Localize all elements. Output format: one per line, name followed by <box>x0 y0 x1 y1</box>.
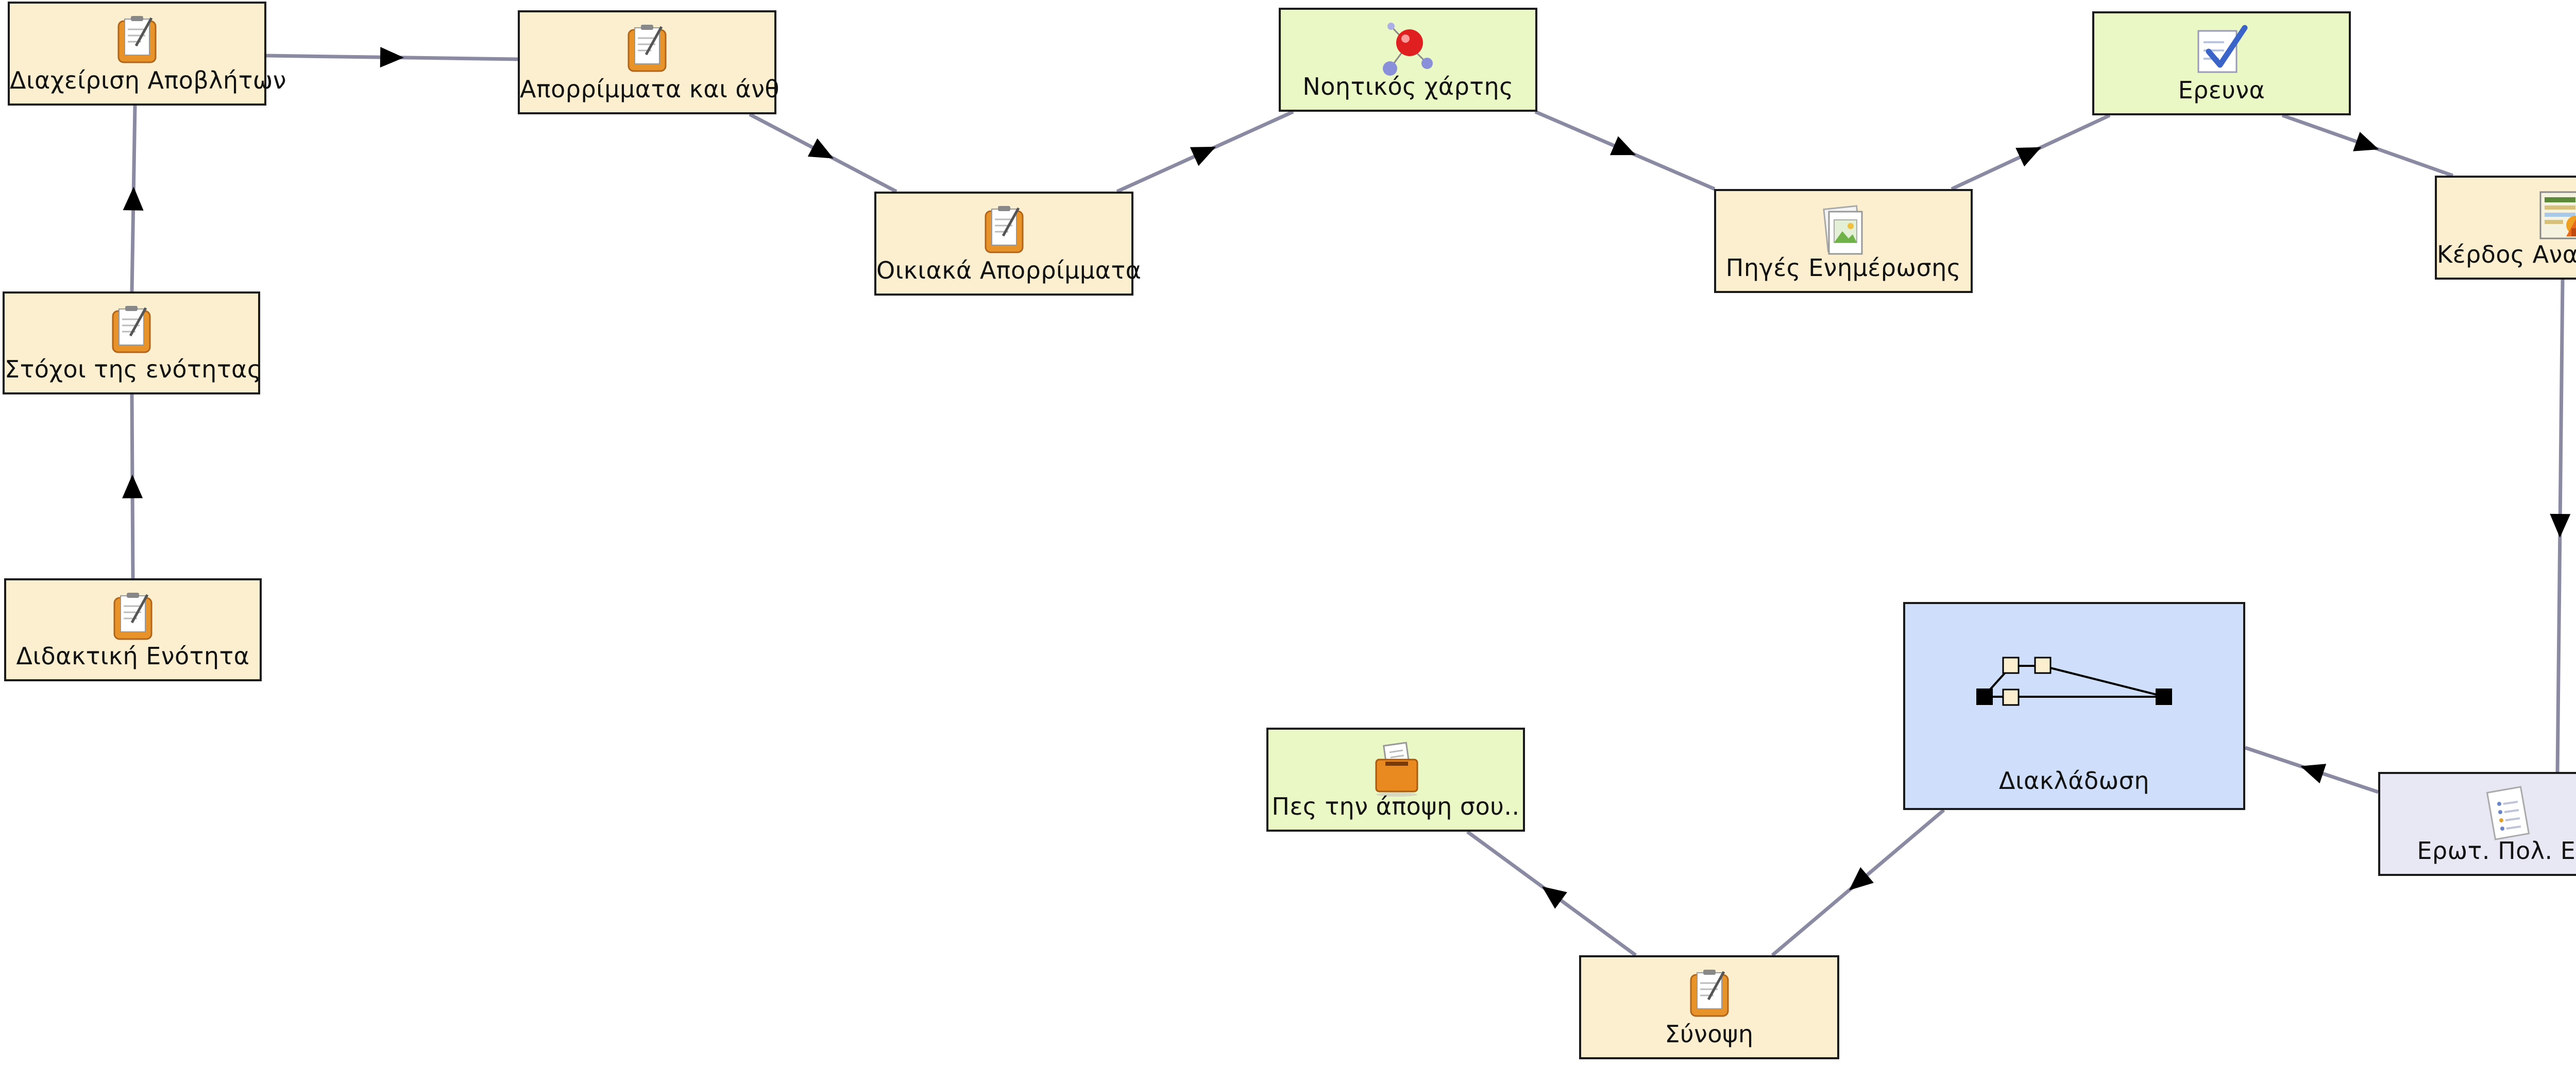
node-erot-pol-ep[interactable]: Ερωτ. Πολ. Επ. <box>2378 772 2576 876</box>
node-synopsi[interactable]: Σύνοψη <box>1579 955 1839 1059</box>
report-icon <box>2538 189 2576 245</box>
arrowhead-synopsi-to-apopsi <box>1541 886 1567 909</box>
arrowhead-noitikos-to-piges <box>1609 136 1636 156</box>
arrowhead-diaxeirisi-to-aporrimmata <box>380 47 404 68</box>
ballot-icon <box>1370 741 1421 800</box>
notepad-icon <box>625 24 669 75</box>
node-label: Στόχοι της ενότητας <box>5 355 262 383</box>
node-didaktiki-enotita[interactable]: Διδακτική Ενότητα <box>4 578 262 681</box>
node-piges-enimerosis[interactable]: Πηγές Ενημέρωσης <box>1714 189 1973 293</box>
arrowhead-kerdos-to-erot <box>2550 513 2571 538</box>
branch-icon <box>1976 650 2172 714</box>
arrowhead-ereuna-to-kerdos <box>2353 131 2379 151</box>
node-label: Διδακτική Ενότητα <box>16 642 250 670</box>
node-label: Ερευνα <box>2178 76 2265 104</box>
notepad-icon <box>1688 969 1731 1020</box>
notepad-icon <box>115 15 159 66</box>
node-label: Πηγές Ενημέρωσης <box>1725 254 1961 282</box>
arrowhead-didaktiki-to-stoxoi <box>122 474 143 498</box>
quiz-icon <box>2482 785 2533 844</box>
checklist-icon <box>2193 25 2250 78</box>
node-label: Ερωτ. Πολ. Επ. <box>2417 837 2576 865</box>
node-label: Διακλάδωση <box>1999 767 2149 795</box>
image-file-icon <box>1819 202 1868 261</box>
arrowhead-diakladosi-to-synopsi <box>1849 867 1874 890</box>
notepad-icon <box>111 592 155 643</box>
arrowhead-erot-to-diakladosi <box>2300 764 2327 784</box>
molecule-icon <box>1380 21 1436 80</box>
arrowhead-oikiaka-to-noitikos <box>1190 147 1216 166</box>
node-label: Κέρδος Ανακύκλωσης <box>2437 240 2576 268</box>
node-oikiaka-aporrimmata[interactable]: Οικιακά Απορρίμματα <box>874 192 1142 296</box>
node-label: Νοητικός χάρτης <box>1302 73 1514 100</box>
node-diakladosi[interactable]: Διακλάδωση <box>1903 602 2245 810</box>
notepad-icon <box>110 305 153 356</box>
node-diaxeirisi-apovliton[interactable]: Διαχείριση Αποβλήτων <box>8 2 287 106</box>
node-label: Διαχείριση Αποβλήτων <box>10 66 287 94</box>
notepad-icon <box>982 205 1026 256</box>
node-noitikos-xartis[interactable]: Νοητικός χάρτης <box>1279 8 1537 112</box>
node-label: Σύνοψη <box>1665 1020 1754 1048</box>
arrowhead-stoxoi-to-diaxeirisi <box>123 186 144 211</box>
node-ereuna[interactable]: Ερευνα <box>2092 11 2351 115</box>
node-kerdos-anakyklosis[interactable]: Κέρδος Ανακύκλωσης <box>2435 176 2576 280</box>
node-label: Πες την άποψη σου.. <box>1272 793 1520 820</box>
node-stoxoi-enotitas[interactable]: Στόχοι της ενότητας <box>3 291 262 394</box>
node-label: Οικιακά Απορρίμματα <box>876 256 1142 284</box>
node-aporrimmata-kai-anth[interactable]: Απορρίμματα και άνθ <box>518 10 780 114</box>
arrowhead-aporrimmata-to-oikiaka <box>807 138 834 159</box>
node-label: Απορρίμματα και άνθ <box>520 75 780 103</box>
node-pes-tin-apopsi[interactable]: Πες την άποψη σου.. <box>1266 728 1525 832</box>
arrowhead-piges-to-ereuna <box>2015 147 2042 167</box>
